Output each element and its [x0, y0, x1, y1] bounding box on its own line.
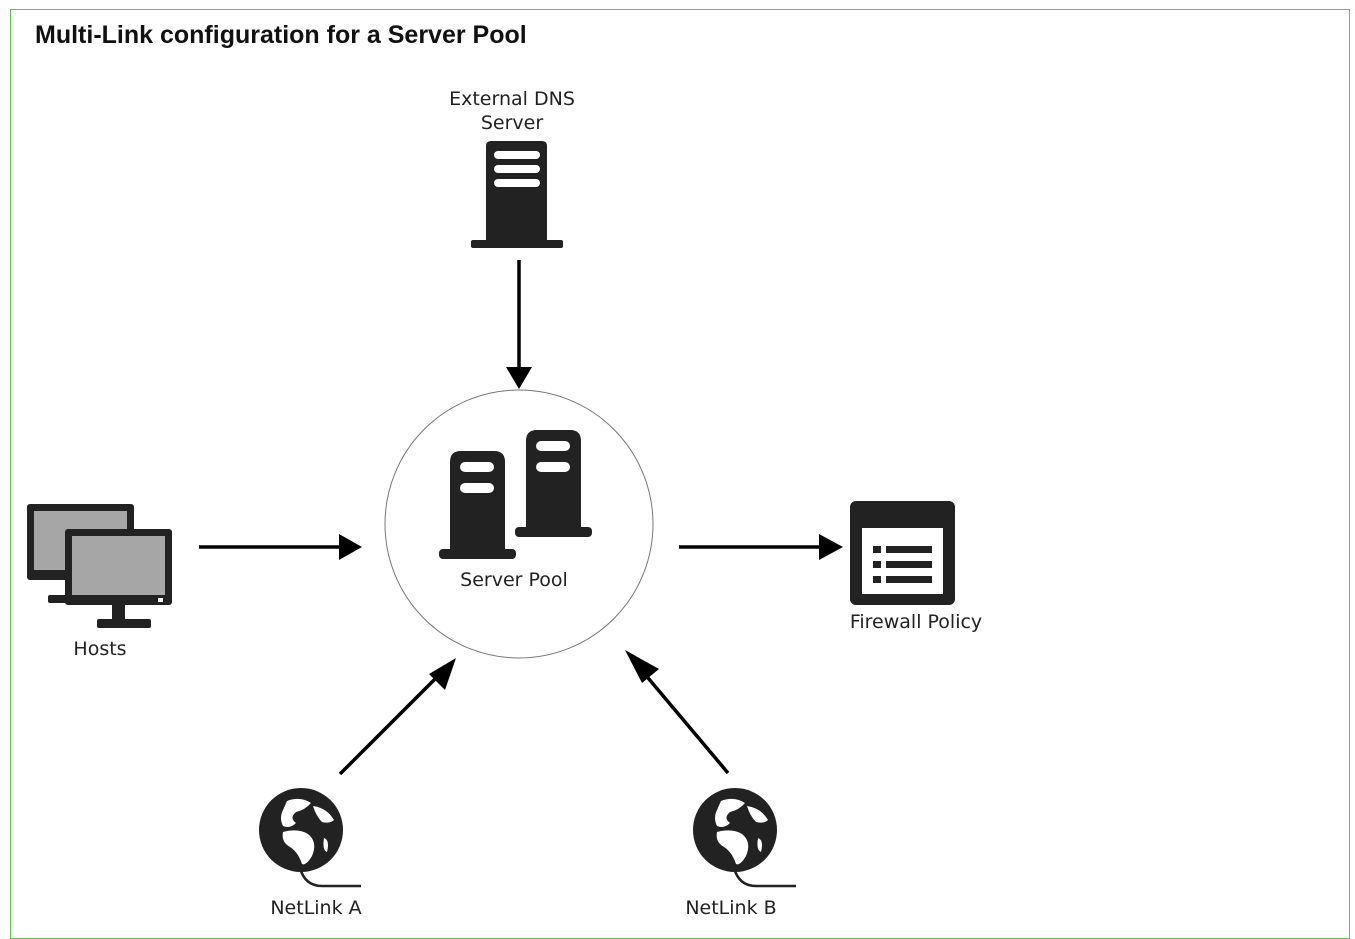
- arrow-netlink-a-to-pool: [338, 658, 456, 776]
- server-pool-icon: [439, 430, 592, 559]
- hosts-label: Hosts: [73, 638, 127, 660]
- server-pool-label: Server Pool: [460, 569, 568, 591]
- arrow-dns-to-pool: [506, 260, 532, 389]
- firewall-policy-label: Firewall Policy: [849, 611, 983, 633]
- external-dns-server-icon: [471, 141, 563, 248]
- arrow-hosts-to-pool: [199, 534, 362, 560]
- arrow-netlink-b-to-pool: [625, 650, 730, 775]
- external-dns-label-line1: External DNS: [449, 88, 575, 110]
- server-pool-circle: [384, 389, 654, 659]
- netlink-b-globe-icon: [693, 788, 796, 888]
- hosts-computers-icon: [27, 504, 172, 628]
- netlink-b-label: NetLink B: [685, 897, 777, 919]
- diagram-title: Multi-Link configuration for a Server Po…: [35, 21, 527, 49]
- arrow-pool-to-firewall: [679, 534, 843, 560]
- netlink-a-label: NetLink A: [270, 897, 362, 919]
- firewall-policy-icon: [850, 501, 955, 605]
- external-dns-label-line2: Server: [480, 112, 544, 134]
- netlink-a-globe-icon: [259, 788, 361, 888]
